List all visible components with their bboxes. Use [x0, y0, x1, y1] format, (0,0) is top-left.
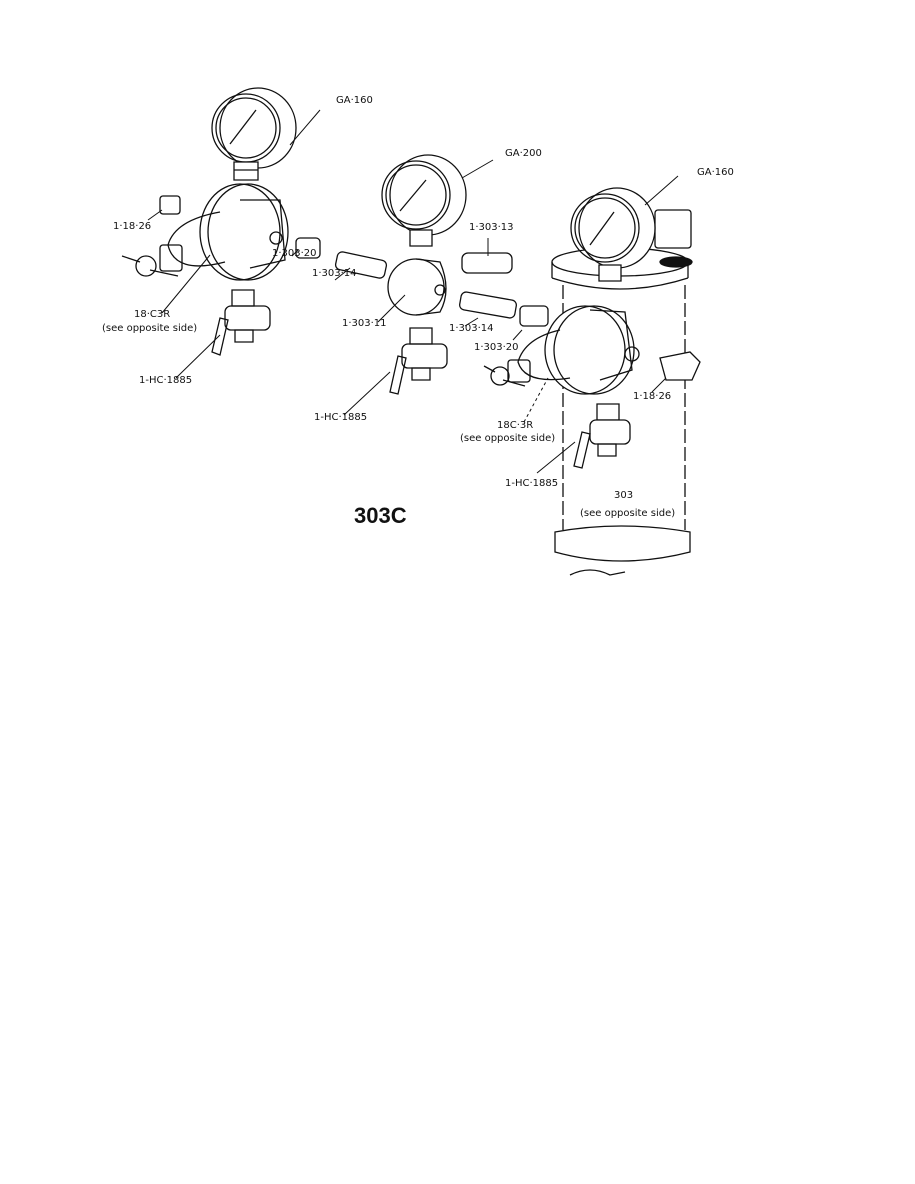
label-regulator-left-note: (see opposite side)	[102, 323, 198, 334]
tee-block	[388, 259, 446, 315]
regulator-right	[484, 306, 639, 394]
label-filter: 303	[614, 490, 634, 501]
label-filter-note: (see opposite side)	[580, 508, 676, 519]
pressure-gauge-middle	[382, 155, 466, 246]
nipple-long-left	[335, 251, 388, 279]
label-bushing-left: 1·303·20	[272, 248, 317, 259]
pipe-plug-right	[660, 352, 700, 380]
label-nipple-long-left: 1·303·14	[312, 268, 357, 279]
label-gauge-left: GA·160	[336, 95, 373, 106]
pressure-gauge-left	[212, 88, 296, 180]
nipple-short	[462, 253, 512, 273]
pressure-gauge-right	[571, 188, 655, 281]
figure-title: 303C	[354, 503, 407, 528]
bushing-right	[520, 306, 548, 326]
label-plug-right: 1·18·26	[633, 391, 672, 402]
label-regulator-left: 18·C3R	[134, 309, 171, 320]
drain-valve-middle	[390, 328, 447, 394]
label-nipple-long-right: 1·303·14	[449, 323, 494, 334]
drain-valve-left	[212, 290, 270, 355]
regulator-left	[122, 184, 288, 280]
label-tee-block: 1·303·11	[342, 318, 387, 329]
pipe-plug-left	[160, 196, 180, 214]
label-valve-middle: 1-HC·1885	[314, 412, 368, 423]
nipple-long-right	[459, 291, 517, 318]
label-regulator-right-note: (see opposite side)	[460, 433, 556, 444]
label-gauge-right: GA·160	[697, 167, 734, 178]
leader-lines	[148, 110, 678, 473]
label-valve-right: 1-HC·1885	[505, 478, 559, 489]
label-bushing-right: 1·303·20	[474, 342, 519, 353]
label-nipple-short: 1·303·13	[469, 222, 514, 233]
bushing-left	[296, 238, 320, 258]
label-plug-left: 1·18·26	[113, 221, 152, 232]
label-regulator-right: 18C·3R	[497, 420, 534, 431]
label-gauge-middle: GA·200	[505, 148, 542, 159]
label-valve-left: 1-HC·1885	[139, 375, 193, 386]
drain-valve-right	[574, 404, 630, 468]
